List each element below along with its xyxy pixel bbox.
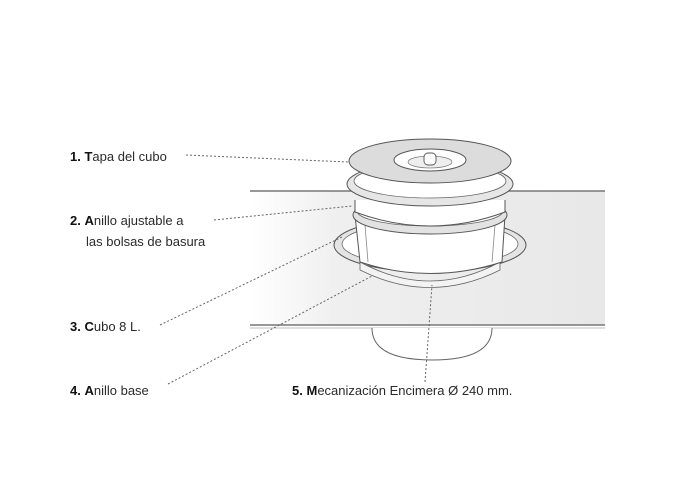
under-counter-bowl bbox=[371, 327, 493, 361]
label-adjustable-ring-line2: las bolsas de basura bbox=[86, 234, 206, 249]
label-adjustable-ring: 2. Anillo ajustable a bbox=[70, 213, 184, 228]
leader-lines bbox=[159, 154, 433, 385]
label-bucket: 3. Cubo 8 L. bbox=[70, 319, 141, 334]
label-countertop-cutout: 5. Mecanización Encimera Ø 240 mm. bbox=[292, 383, 513, 398]
lid-knob bbox=[423, 152, 437, 166]
label-base-ring: 4. Anillo base bbox=[70, 383, 149, 398]
label-lid: 1. Tapa del cubo bbox=[70, 149, 167, 164]
